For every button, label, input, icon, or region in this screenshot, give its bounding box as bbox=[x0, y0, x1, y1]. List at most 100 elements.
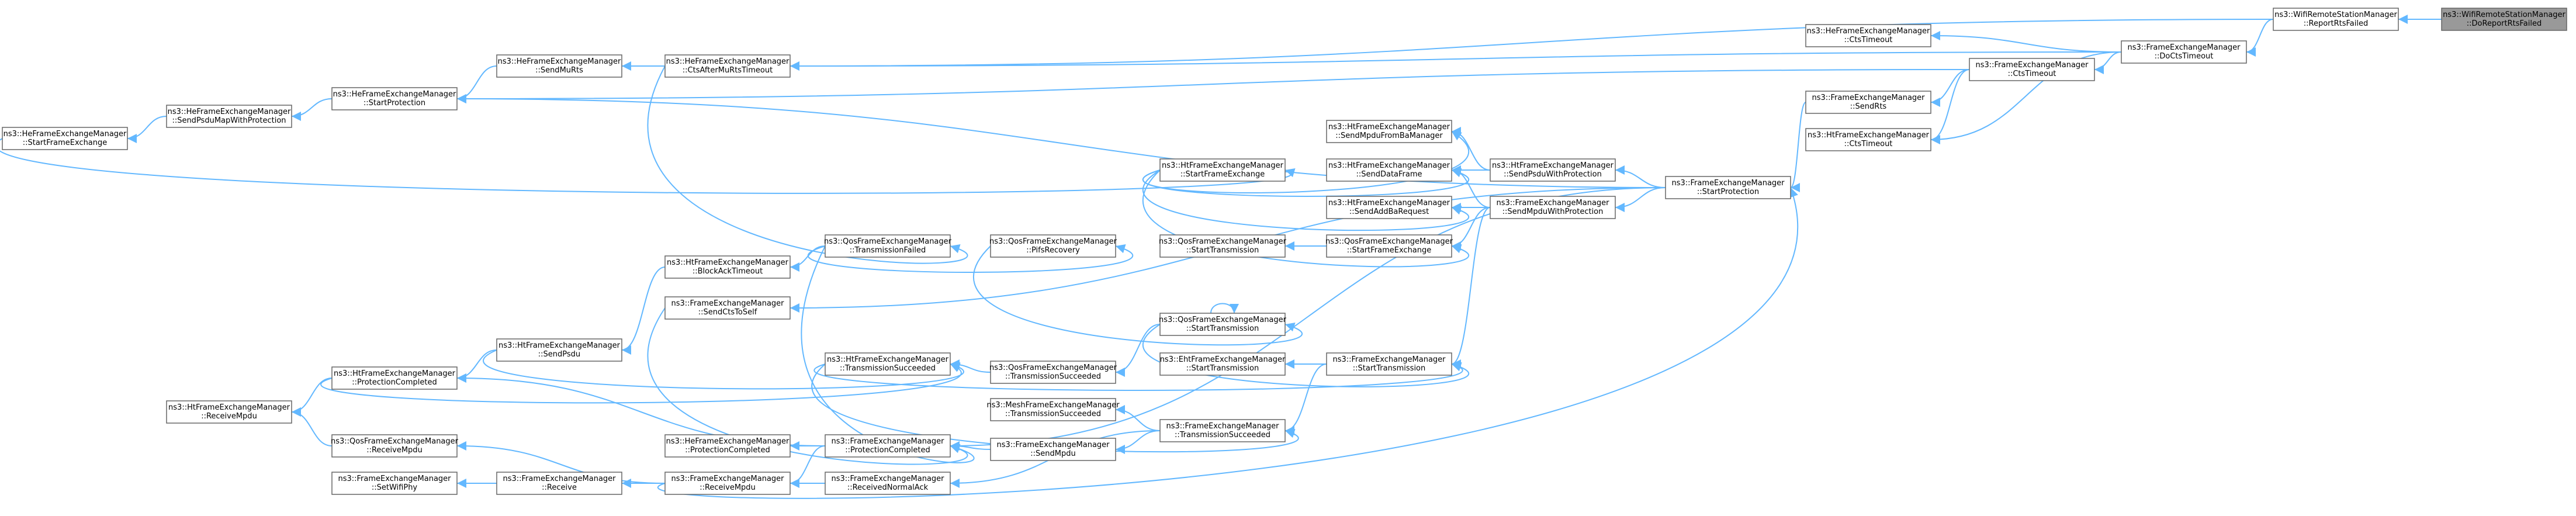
node-box bbox=[496, 54, 622, 78]
function-node-fem-receive[interactable]: ns3::FrameExchangeManager::Receive bbox=[496, 472, 622, 495]
node-method-label: ::CtsAfterMuRtsTimeout bbox=[683, 66, 773, 75]
node-class-label: ns3::HeFrameExchangeManager bbox=[4, 130, 127, 138]
function-node-fem-sendmpdu[interactable]: ns3::FrameExchangeManager::SendMpdu bbox=[990, 438, 1116, 461]
node-box bbox=[331, 87, 458, 110]
node-box bbox=[664, 434, 791, 458]
call-edge bbox=[647, 307, 968, 465]
node-method-label: ::SendMpduWithProtection bbox=[1502, 207, 1604, 216]
function-node-fem-startprot[interactable]: ns3::FrameExchangeManager::StartProtecti… bbox=[1665, 176, 1791, 199]
function-node-fem-txsucc[interactable]: ns3::FrameExchangeManager::TransmissionS… bbox=[1159, 419, 1286, 442]
function-node-ht-ctstimeout[interactable]: ns3::HtFrameExchangeManager::CtsTimeout bbox=[1805, 128, 1931, 151]
node-method-label: ::StartTransmission bbox=[1186, 246, 1259, 255]
function-node-qos-startfe[interactable]: ns3::QosFrameExchangeManager::StartFrame… bbox=[1325, 234, 1453, 258]
call-edge bbox=[1451, 165, 1491, 208]
function-node-he-startprot[interactable]: ns3::HeFrameExchangeManager::StartProtec… bbox=[331, 87, 458, 110]
call-edge bbox=[790, 19, 2274, 71]
node-method-label: ::PifsRecovery bbox=[1026, 246, 1080, 255]
function-node-docts[interactable]: ns3::FrameExchangeManager::DoCtsTimeout bbox=[2121, 40, 2247, 64]
node-class-label: ns3::QosFrameExchangeManager bbox=[1325, 237, 1453, 246]
function-node-eht-starttx[interactable]: ns3::EhtFrameExchangeManager::StartTrans… bbox=[1159, 352, 1286, 376]
function-node-fem-sendrts[interactable]: ns3::FrameExchangeManager::SendRts bbox=[1805, 91, 1931, 114]
call-edge bbox=[950, 359, 991, 373]
function-node-fem-recvmpdu[interactable]: ns3::FrameExchangeManager::ReceiveMpdu bbox=[664, 472, 791, 495]
node-box bbox=[2273, 8, 2399, 31]
node-box bbox=[664, 296, 791, 320]
function-node-ht-recvmpdu[interactable]: ns3::HtFrameExchangeManager::ReceiveMpdu bbox=[166, 400, 292, 424]
function-node-fem-starttx[interactable]: ns3::FrameExchangeManager::StartTransmis… bbox=[1326, 352, 1452, 376]
function-node-ht-startfe[interactable]: ns3::HtFrameExchangeManager::StartFrameE… bbox=[1159, 158, 1286, 182]
node-method-label: ::SendCtsToSelf bbox=[698, 308, 757, 317]
call-edge bbox=[0, 138, 1296, 194]
node-method-label: ::TransmissionSucceeded bbox=[1005, 372, 1101, 381]
function-node-mesh-txsucc[interactable]: ns3::MeshFrameExchangeManager::Transmiss… bbox=[986, 398, 1120, 421]
call-edge bbox=[1615, 165, 1666, 188]
call-edge bbox=[647, 65, 968, 264]
node-method-label: ::SendPsdu bbox=[538, 350, 580, 359]
node-method-label: ::SendAddBaRequest bbox=[1349, 207, 1429, 216]
node-method-label: ::CtsTimeout bbox=[1844, 36, 1893, 44]
function-node-he-ctstimeout[interactable]: ns3::HeFrameExchangeManager::CtsTimeout bbox=[1805, 24, 1931, 47]
function-node-reportrts[interactable]: ns3::WifiRemoteStationManager::ReportRts… bbox=[2273, 8, 2399, 31]
function-node-ht-sendmpdufromba[interactable]: ns3::HtFrameExchangeManager::SendMpduFro… bbox=[1326, 120, 1452, 143]
node-method-label: ::TransmissionFailed bbox=[850, 246, 926, 255]
node-class-label: ns3::FrameExchangeManager bbox=[338, 475, 451, 483]
function-node-ht-txsucc[interactable]: ns3::HtFrameExchangeManager::Transmissio… bbox=[825, 352, 951, 376]
node-method-label: ::SendRts bbox=[1850, 102, 1887, 111]
function-node-he-sendpsdumap[interactable]: ns3::HeFrameExchangeManager::SendPsduMap… bbox=[166, 105, 292, 128]
function-node-ht-sendpsduwp[interactable]: ns3::HtFrameExchangeManager::SendPsduWit… bbox=[1490, 158, 1616, 182]
node-class-label: ns3::FrameExchangeManager bbox=[671, 475, 784, 483]
node-box bbox=[1326, 158, 1452, 182]
function-node-doreport[interactable]: ns3::WifiRemoteStationManager::DoReportR… bbox=[2441, 8, 2567, 31]
node-class-label: ns3::FrameExchangeManager bbox=[671, 299, 784, 308]
node-method-label: ::ProtectionCompleted bbox=[352, 378, 437, 387]
node-class-label: ns3::FrameExchangeManager bbox=[996, 441, 1110, 449]
function-node-qos-txsucc[interactable]: ns3::QosFrameExchangeManager::Transmissi… bbox=[989, 361, 1117, 384]
node-box bbox=[166, 105, 292, 128]
function-node-fem-sendmpduwp[interactable]: ns3::FrameExchangeManager::SendMpduWithP… bbox=[1490, 196, 1616, 219]
node-class-label: ns3::HtFrameExchangeManager bbox=[168, 403, 290, 412]
function-node-qos-txfailed[interactable]: ns3::QosFrameExchangeManager::Transmissi… bbox=[824, 234, 952, 258]
node-method-label: ::ReceivedNormalAck bbox=[847, 483, 929, 492]
node-class-label: ns3::FrameExchangeManager bbox=[1166, 422, 1279, 431]
node-class-label: ns3::HtFrameExchangeManager bbox=[827, 355, 949, 364]
function-node-ht-senddataframe[interactable]: ns3::HtFrameExchangeManager::SendDataFra… bbox=[1326, 158, 1452, 182]
function-node-fem-protcompl[interactable]: ns3::FrameExchangeManager::ProtectionCom… bbox=[825, 434, 951, 458]
node-method-label: ::SendMuRts bbox=[535, 66, 583, 75]
function-node-ht-protcompl[interactable]: ns3::HtFrameExchangeManager::ProtectionC… bbox=[331, 366, 458, 390]
function-node-fem-sendcts[interactable]: ns3::FrameExchangeManager::SendCtsToSelf bbox=[664, 296, 791, 320]
call-edge bbox=[790, 445, 826, 488]
function-node-he-startfe[interactable]: ns3::HeFrameExchangeManager::StartFrameE… bbox=[2, 127, 128, 150]
node-class-label: ns3::HeFrameExchangeManager bbox=[333, 90, 456, 99]
node-method-label: ::SendPsduWithProtection bbox=[1504, 170, 1602, 179]
function-node-qos-starttx-b[interactable]: ns3::QosFrameExchangeManager::StartTrans… bbox=[1159, 313, 1287, 336]
function-node-ht-sendpsdu[interactable]: ns3::HtFrameExchangeManager::SendPsdu bbox=[496, 338, 622, 362]
function-node-he-ctsafter[interactable]: ns3::HeFrameExchangeManager::CtsAfterMuR… bbox=[664, 54, 791, 78]
function-node-ht-sendaddbareq[interactable]: ns3::HtFrameExchangeManager::SendAddBaRe… bbox=[1326, 196, 1452, 219]
function-node-fem-ctstimeout[interactable]: ns3::FrameExchangeManager::CtsTimeout bbox=[1969, 58, 2095, 81]
call-edge bbox=[1930, 69, 1970, 144]
function-node-he-sendmurts[interactable]: ns3::HeFrameExchangeManager::SendMuRts bbox=[496, 54, 622, 78]
call-edge bbox=[456, 349, 497, 383]
function-node-qos-pifs[interactable]: ns3::QosFrameExchangeManager::PifsRecove… bbox=[989, 234, 1117, 258]
node-box bbox=[825, 234, 951, 258]
function-node-he-protcompl[interactable]: ns3::HeFrameExchangeManager::ProtectionC… bbox=[664, 434, 791, 458]
call-edge bbox=[456, 69, 1970, 103]
node-method-label: ::SendMpduFromBaManager bbox=[1335, 131, 1443, 140]
node-method-label: ::SendDataFrame bbox=[1356, 170, 1422, 179]
node-box bbox=[166, 400, 292, 424]
node-method-label: ::SendMpdu bbox=[1030, 449, 1075, 458]
node-box bbox=[664, 472, 791, 495]
function-node-ht-blockack[interactable]: ns3::HtFrameExchangeManager::BlockAckTim… bbox=[664, 255, 791, 279]
node-method-label: ::ReceiveMpdu bbox=[366, 446, 423, 455]
node-method-label: ::SetWifiPhy bbox=[372, 483, 418, 492]
node-method-label: ::DoCtsTimeout bbox=[2155, 52, 2214, 61]
function-node-qos-starttx-a[interactable]: ns3::QosFrameExchangeManager::StartTrans… bbox=[1159, 234, 1287, 258]
node-method-label: ::BlockAckTimeout bbox=[693, 267, 763, 276]
function-node-qos-recvmpdu[interactable]: ns3::QosFrameExchangeManager::ReceiveMpd… bbox=[331, 434, 459, 458]
function-node-fem-setwifiphy[interactable]: ns3::FrameExchangeManager::SetWifiPhy bbox=[331, 472, 458, 495]
node-class-label: ns3::HtFrameExchangeManager bbox=[1328, 199, 1450, 207]
node-method-label: ::SendPsduMapWithProtection bbox=[172, 116, 286, 125]
node-method-label: ::StartFrameExchange bbox=[1347, 246, 1432, 255]
function-node-fem-recvnormalack[interactable]: ns3::FrameExchangeManager::ReceivedNorma… bbox=[825, 472, 951, 495]
